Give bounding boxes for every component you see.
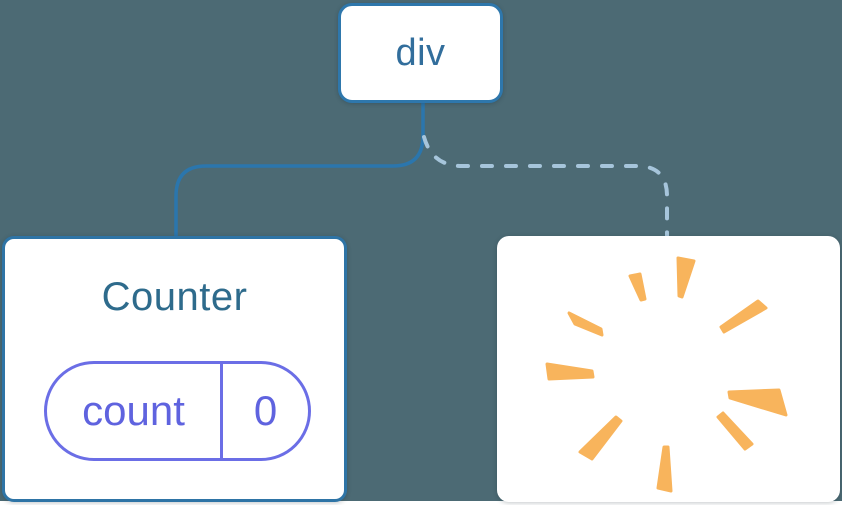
removed-component-card (497, 236, 840, 502)
state-pill-value: 0 (253, 387, 278, 434)
tree-node-div: div (338, 3, 503, 103)
state-pill-key: count (47, 364, 223, 458)
counter-component-card: Counter count 0 (2, 236, 347, 502)
edge-dashed-div-to-removed (422, 135, 669, 240)
state-pill: count 0 (44, 361, 311, 461)
edge-solid-div-to-counter (174, 100, 425, 240)
poof-starburst-icon (545, 256, 788, 493)
tree-node-div-label: div (395, 31, 446, 74)
counter-card-title: Counter (101, 275, 248, 319)
